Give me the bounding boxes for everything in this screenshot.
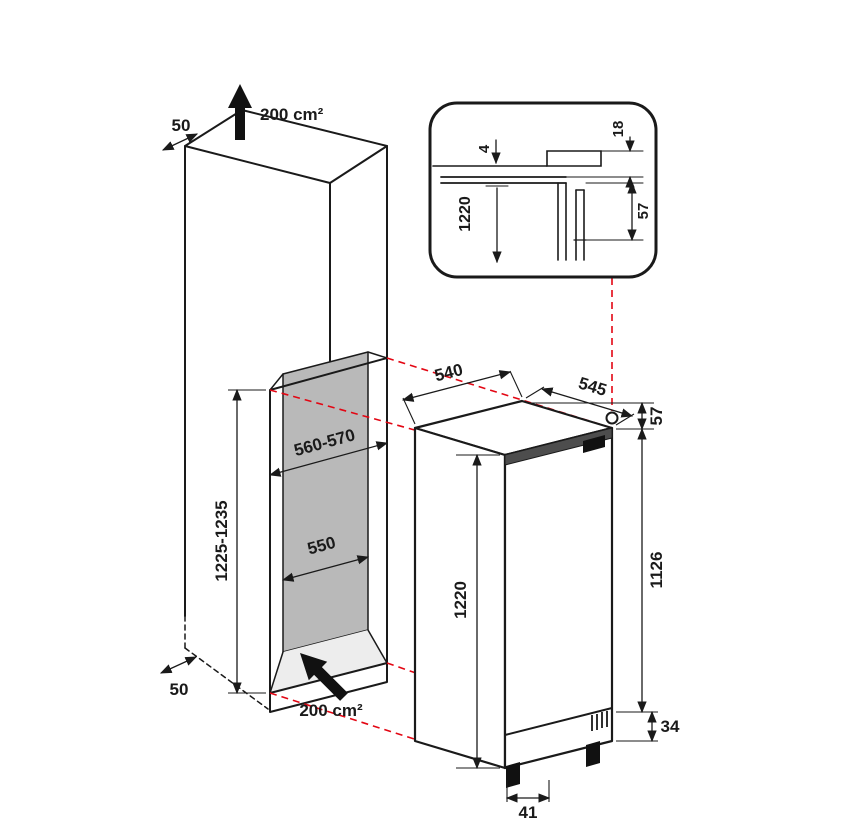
appliance-plinth-label: 34 bbox=[661, 717, 680, 736]
dimension-lines bbox=[159, 133, 658, 803]
appliance-foot-rear bbox=[586, 741, 600, 767]
dim-niche-depth bbox=[281, 555, 370, 582]
appliance-height-label: 1220 bbox=[451, 581, 470, 619]
housing-unit bbox=[184, 109, 388, 713]
dim-detail-height bbox=[485, 185, 509, 264]
door-vent-grille bbox=[504, 427, 613, 466]
detail-height-label: 1220 bbox=[457, 196, 474, 232]
appliance-depth-label: 545 bbox=[576, 374, 609, 400]
detail-body-section bbox=[557, 182, 587, 261]
niche-bottom-clearance-label: 50 bbox=[170, 680, 189, 699]
detail-callout-box bbox=[428, 101, 658, 279]
projection-top-left bbox=[269, 389, 506, 456]
door-hinge-block bbox=[583, 435, 605, 453]
appliance-foot-inset-label: 41 bbox=[519, 803, 538, 822]
niche-top-clearance-label: 50 bbox=[172, 116, 191, 135]
detail-marker-circle bbox=[605, 411, 619, 425]
dim-appliance-width bbox=[401, 370, 523, 425]
dim-top-offset bbox=[527, 401, 654, 431]
dim-foot-inset bbox=[505, 780, 551, 803]
dim-detail-recess bbox=[585, 181, 644, 242]
niche-bottom-vent-label: 200 cm² bbox=[299, 701, 363, 720]
airflow-arrow-top bbox=[228, 84, 252, 140]
niche-depth-edges bbox=[269, 351, 388, 694]
appliance-top-offset-label: 57 bbox=[647, 407, 666, 426]
appliance-body bbox=[413, 399, 614, 788]
detail-hinge-bracket bbox=[546, 150, 602, 167]
dim-appliance-height bbox=[456, 453, 500, 770]
dim-plinth-height bbox=[616, 710, 658, 743]
niche-height-label: 1225-1235 bbox=[212, 500, 231, 581]
door-bottom-edge bbox=[504, 707, 613, 736]
dim-niche-width bbox=[268, 441, 389, 477]
airflow-arrow-bottom bbox=[300, 653, 348, 701]
appliance-width-label: 540 bbox=[433, 360, 465, 385]
detail-hinge-label: 18 bbox=[610, 121, 627, 138]
niche-top-vent-label: 200 cm² bbox=[260, 105, 324, 124]
detail-callout bbox=[428, 101, 658, 279]
dim-niche-height bbox=[228, 388, 266, 695]
dim-top-clearance bbox=[161, 133, 199, 151]
compressor-vent-hatch bbox=[591, 711, 608, 731]
dim-bottom-clearance bbox=[159, 656, 198, 674]
detail-gap-label: 4 bbox=[476, 144, 493, 153]
appliance-foot-front bbox=[506, 762, 520, 788]
housing-base bbox=[269, 662, 388, 713]
housing-floor-hidden bbox=[184, 647, 269, 710]
airflow-arrows bbox=[228, 84, 348, 701]
appliance-door-height-label: 1126 bbox=[647, 552, 666, 589]
appliance-door-face bbox=[503, 426, 614, 770]
niche-floor bbox=[270, 630, 387, 693]
detail-recess-label: 57 bbox=[635, 203, 652, 220]
